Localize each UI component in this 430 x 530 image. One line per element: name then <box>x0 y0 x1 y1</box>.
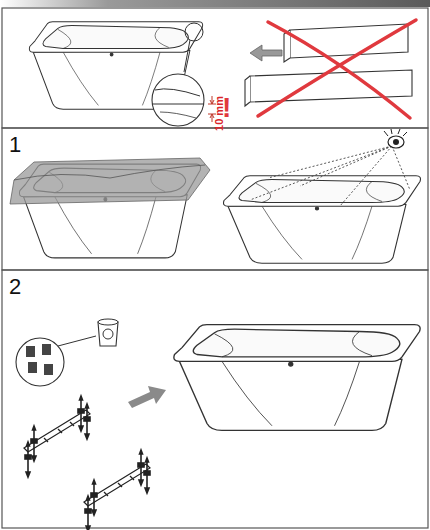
parts-bag <box>16 336 96 386</box>
leg-assembly <box>24 396 150 530</box>
inspection-lines <box>250 146 410 206</box>
forbidden-panels <box>245 20 416 118</box>
detail-zoom <box>152 74 204 126</box>
step-number: 1 <box>9 134 21 156</box>
warning-mark: ! <box>222 94 231 122</box>
leader-line <box>184 40 190 72</box>
panel-frame <box>2 8 428 528</box>
header-bar <box>0 0 430 7</box>
detail-marker <box>185 23 203 41</box>
adhesive-icon <box>98 319 118 346</box>
bathtub <box>174 325 420 431</box>
direction-arrow <box>128 386 166 408</box>
step-number: 2 <box>9 276 21 298</box>
eye-icon <box>384 129 407 148</box>
bathtub <box>224 176 421 263</box>
bathtub-with-film <box>10 158 210 258</box>
